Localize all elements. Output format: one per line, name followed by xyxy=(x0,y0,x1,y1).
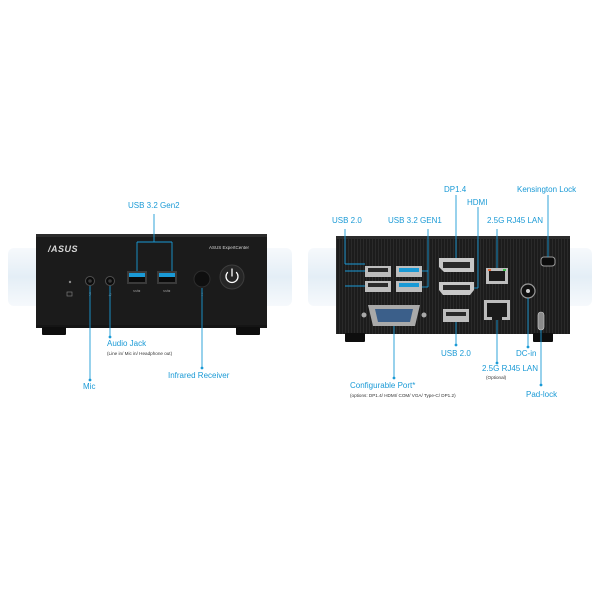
usb-port-icon xyxy=(157,271,177,284)
label-config-port: Configurable Port* xyxy=(350,381,416,390)
rear-callouts xyxy=(344,195,549,387)
ethernet-port-icon xyxy=(484,300,510,320)
label-audio-jack: Audio Jack xyxy=(107,339,147,348)
usb-port-icon xyxy=(127,271,147,284)
rear-device xyxy=(336,236,570,342)
front-callouts xyxy=(88,214,204,382)
model-name: ASUS ExpertCenter xyxy=(209,245,250,250)
kensington-slot-icon xyxy=(540,256,556,267)
infrared-icon xyxy=(193,270,211,288)
hdmi-port-icon xyxy=(439,282,474,295)
label-usb-gen2: USB 3.2 Gen2 xyxy=(128,201,180,210)
label-lan-top: 2.5G RJ45 LAN xyxy=(487,216,544,225)
displayport-icon xyxy=(439,258,474,272)
usb-port-icon xyxy=(396,266,422,277)
brand-logo: /ASUS xyxy=(48,244,79,254)
label-usb20-bottom: USB 2.0 xyxy=(441,349,471,358)
front-foot-left xyxy=(42,327,66,335)
label-hdmi: HDMI xyxy=(467,198,488,207)
label-lan-optional: (Optional) xyxy=(486,375,507,380)
vga-port-icon xyxy=(361,305,427,326)
led-indicator-icon xyxy=(68,280,72,284)
front-device: ℐ ♫ ss⇆ ss⇆ ⟟ xyxy=(36,234,267,335)
usb-port-icon xyxy=(365,281,391,292)
pad-lock-icon xyxy=(537,311,545,331)
usb-port-icon xyxy=(365,266,391,277)
rear-foot-left xyxy=(345,333,365,342)
usb-port-icon xyxy=(396,281,422,292)
label-dp14: DP1.4 xyxy=(444,185,467,194)
svg-text:ss⇆: ss⇆ xyxy=(133,288,141,293)
usb-port-icon xyxy=(443,309,469,322)
label-mic: Mic xyxy=(83,382,96,391)
rear-foot-right xyxy=(533,333,553,342)
ethernet-port-icon xyxy=(486,268,508,284)
storage-indicator-icon xyxy=(66,291,73,297)
label-infrared: Infrared Receiver xyxy=(168,371,230,380)
svg-text:ss⇆: ss⇆ xyxy=(163,288,171,293)
label-dc-in: DC-in xyxy=(516,349,537,358)
label-usb32-gen1: USB 3.2 GEN1 xyxy=(388,216,442,225)
label-lan-bottom: 2.5G RJ45 LAN xyxy=(482,364,539,373)
power-icon[interactable] xyxy=(225,268,239,284)
label-usb20-top: USB 2.0 xyxy=(332,216,362,225)
label-pad-lock: Pad-lock xyxy=(526,390,558,399)
front-foot-right xyxy=(236,327,260,335)
label-kensington: Kensington Lock xyxy=(517,185,577,194)
label-config-port-sub: (options: DP1.4/ HDMI/ COM/ VGA/ Type-C/… xyxy=(350,393,456,398)
dc-jack-icon xyxy=(520,283,536,299)
label-audio-jack-sub: (Line in/ Mic in/ Headphone out) xyxy=(107,351,173,356)
